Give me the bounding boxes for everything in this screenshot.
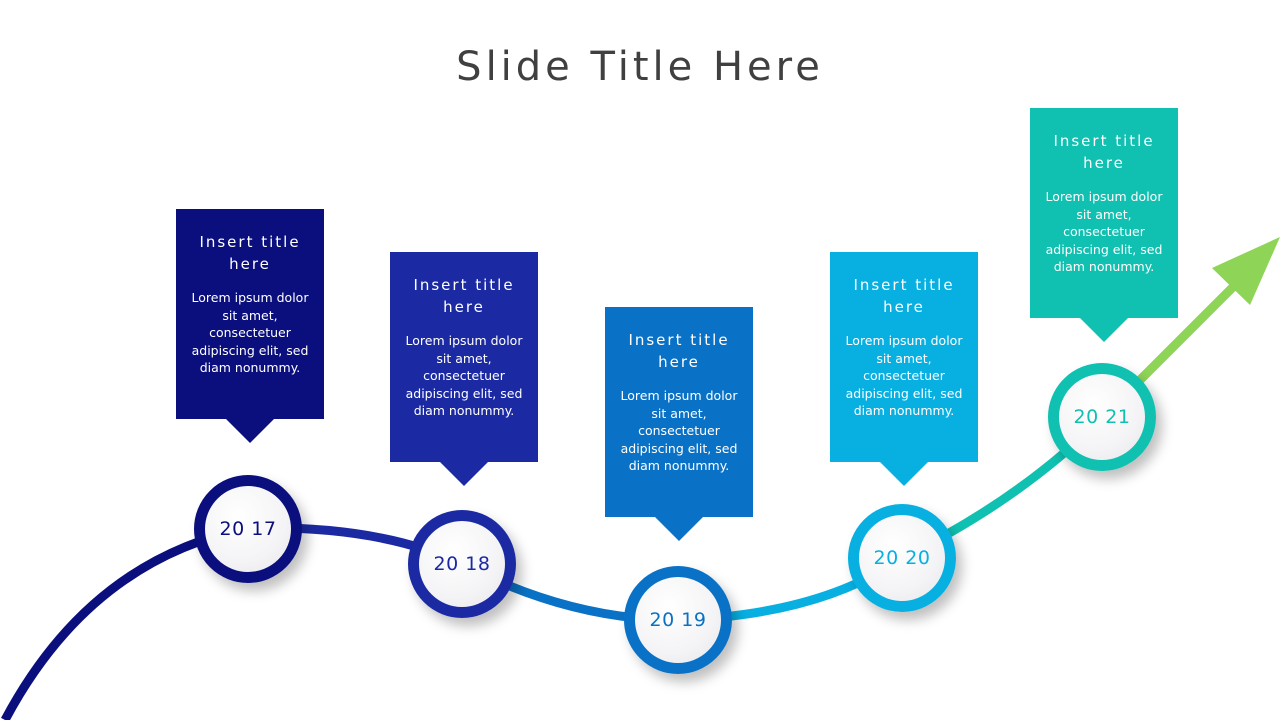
milestone-card-2020: Insert title here Lorem ipsum dolor sit …: [830, 252, 978, 486]
year-node-2021: 20 21: [1048, 363, 1156, 471]
card-body: Lorem ipsum dolor sit amet, consectetuer…: [1045, 189, 1163, 274]
slide-title: Slide Title Here: [456, 44, 824, 90]
card-body: Lorem ipsum dolor sit amet, consectetuer…: [620, 388, 738, 473]
year-label: 20 21: [1073, 406, 1131, 428]
card-body: Lorem ipsum dolor sit amet, consectetuer…: [191, 290, 309, 375]
milestone-card-2019: Insert title here Lorem ipsum dolor sit …: [605, 307, 753, 541]
year-node-2020: 20 20: [848, 504, 956, 612]
year-node-2018: 20 18: [408, 510, 516, 618]
year-label: 20 17: [219, 518, 277, 540]
year-node-2019: 20 19: [624, 566, 732, 674]
year-label: 20 18: [433, 553, 491, 575]
year-label: 20 20: [873, 547, 931, 569]
card-title: Insert title here: [628, 331, 730, 371]
milestone-card-2021: Insert title here Lorem ipsum dolor sit …: [1030, 108, 1178, 342]
card-title: Insert title here: [1053, 132, 1155, 172]
year-label: 20 19: [649, 609, 707, 631]
year-node-2017: 20 17: [194, 475, 302, 583]
card-body: Lorem ipsum dolor sit amet, consectetuer…: [845, 333, 963, 418]
arrow-head-icon: [1212, 237, 1280, 305]
card-body: Lorem ipsum dolor sit amet, consectetuer…: [405, 333, 523, 418]
card-title: Insert title here: [413, 276, 515, 316]
milestone-card-2017: Insert title here Lorem ipsum dolor sit …: [176, 209, 324, 443]
milestone-card-2018: Insert title here Lorem ipsum dolor sit …: [390, 252, 538, 486]
card-title: Insert title here: [199, 233, 301, 273]
card-title: Insert title here: [853, 276, 955, 316]
